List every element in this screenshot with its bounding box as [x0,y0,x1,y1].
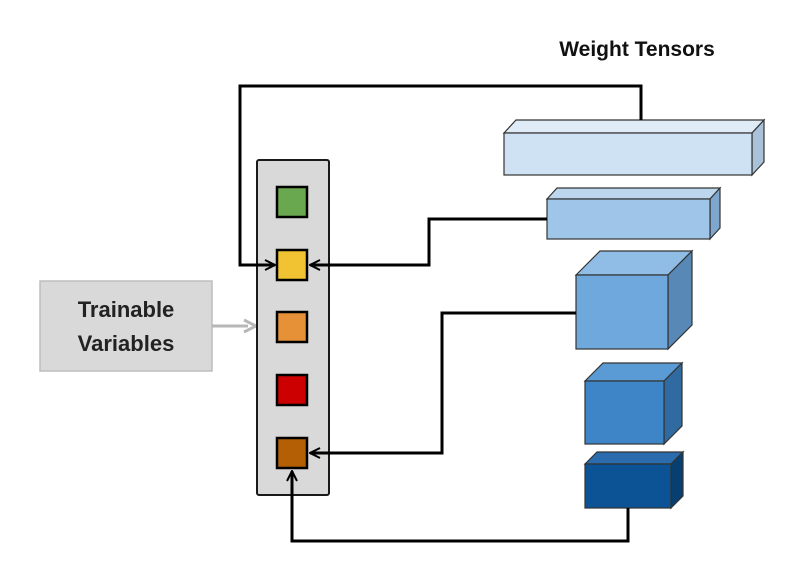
tensor-2-front [546,198,711,240]
weight-tensor-1 [502,118,766,177]
variable-square-yellow [275,248,309,282]
weight-tensor-2 [545,186,722,241]
connector-tensor3-to-brown [310,311,576,453]
weight-tensors-title: Weight Tensors [559,38,715,61]
variable-square-red [275,373,309,407]
label-line-1: Trainable [78,297,175,322]
tensor-3-front [575,274,669,350]
tensor-2-top [545,187,722,200]
variable-square-green [275,185,309,219]
weight-tensor-4 [583,361,684,446]
variable-square-orange [275,310,309,344]
weight-tensor-3 [574,249,694,351]
variable-square-brown [275,436,309,470]
weight-tensor-5 [583,450,685,510]
label-pointer-arrow [212,318,260,334]
connector-tensor1-to-yellow [238,84,643,265]
label-box [39,280,213,372]
trainable-variables-label: Trainable Variables [39,280,213,372]
tensor-1-front [503,132,753,176]
tensor-5-front [584,463,672,509]
connector-tensor5-to-brown [292,471,630,543]
label-line-2: Variables [78,331,175,356]
connector-tensor2-to-yellow [310,217,547,265]
tensor-5-top [583,451,685,465]
tensor-1-top [502,119,766,134]
tensor-4-front [584,380,665,445]
